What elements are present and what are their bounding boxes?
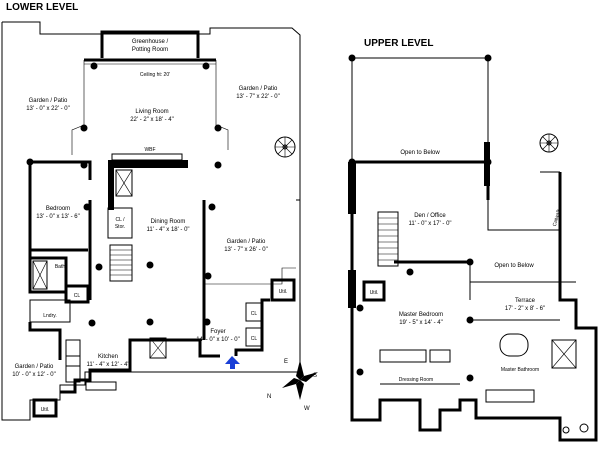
master-bedroom-size: 19' - 5" x 14' - 4" [399, 320, 443, 326]
garden-sw-size: 10' - 0" x 12' - 0" [12, 372, 56, 378]
lower-level-plan: Greenhouse / Potting Room Ceiling ht: 20… [1, 21, 301, 421]
garden-east-size: 13' - 7" x 26' - 0" [224, 247, 268, 253]
entry-arrow-icon [225, 356, 240, 369]
bedroom-size: 13' - 0" x 13' - 6" [36, 214, 80, 220]
living-room-label: Living Room [135, 109, 168, 115]
greenhouse-label-2: Potting Room [132, 47, 168, 53]
compass-w: W [304, 406, 310, 412]
laundry-label: Lndry. [43, 313, 57, 319]
upper-columns [348, 54, 492, 382]
living-room-size: 22' - 2" x 18' - 4" [130, 117, 174, 123]
closet-storage-label: CL / [116, 217, 126, 223]
garden-nw-label: Garden / Patio [29, 98, 68, 104]
open-below-top-label: Open to Below [400, 150, 440, 156]
lower-columns [26, 62, 222, 327]
upper-level-plan: Open to Below Den / Office 11' - 0" x 17… [348, 54, 598, 442]
garden-east-label: Garden / Patio [227, 239, 266, 245]
garden-ne-label: Garden / Patio [239, 86, 278, 92]
compass-n: N [267, 394, 271, 400]
den-label: Den / Office [414, 213, 446, 219]
lower-level-title: LOWER LEVEL [6, 2, 78, 13]
ceiling-height-label: Ceiling ht: 20' [140, 72, 170, 78]
garden-nw-size: 13' - 0" x 22' - 0" [26, 106, 70, 112]
master-bathroom-label: Master Bathroom [501, 367, 539, 373]
terrace-label: Terrace [515, 298, 536, 304]
compass-s: S [313, 373, 317, 379]
bath-label: Bath [55, 264, 66, 270]
den-size: 11' - 0" x 17' - 0" [408, 221, 451, 227]
dressing-room-label: Dressing Room [399, 377, 433, 383]
terrace-size: 17' - 2" x 8' - 6" [505, 306, 545, 312]
spiral-stair-lower [274, 136, 296, 158]
compass-e: E [284, 359, 288, 365]
bedroom-label: Bedroom [46, 206, 70, 212]
util-east-label: Util. [279, 289, 288, 295]
kitchen-label: Kitchen [98, 354, 118, 360]
foyer-closet-label-2: CL [251, 336, 258, 342]
closet-storage-label-2: Stor. [115, 224, 125, 230]
garden-sw-label: Garden / Patio [15, 364, 54, 370]
foyer-size: 14' - 0" x 10' - 0" [196, 337, 240, 343]
garden-ne-size: 13' - 7" x 22' - 0" [236, 94, 280, 100]
util-upper-label: Util. [370, 290, 379, 296]
util-sw-label: Util. [41, 407, 50, 413]
catwalk-label: Catwalk [552, 208, 563, 227]
compass-rose-icon: E S N W [267, 359, 318, 412]
greenhouse-label-1: Greenhouse / [132, 39, 169, 45]
wbf-label: WBF [144, 147, 155, 153]
foyer-label: Foyer [210, 329, 225, 335]
open-below-right-label: Open to Below [494, 263, 534, 269]
bath-closet-label: CL [74, 293, 81, 299]
kitchen-size: 11' - 4" x 12' - 4" [86, 362, 129, 368]
foyer-closet-label-1: CL [251, 311, 258, 317]
dining-room-label: Dining Room [151, 219, 186, 225]
spiral-stair-upper [539, 133, 559, 153]
upper-level-title: UPPER LEVEL [364, 38, 433, 49]
dining-room-size: 11' - 4" x 18' - 0" [146, 227, 189, 233]
master-bedroom-label: Master Bedroom [399, 312, 443, 318]
